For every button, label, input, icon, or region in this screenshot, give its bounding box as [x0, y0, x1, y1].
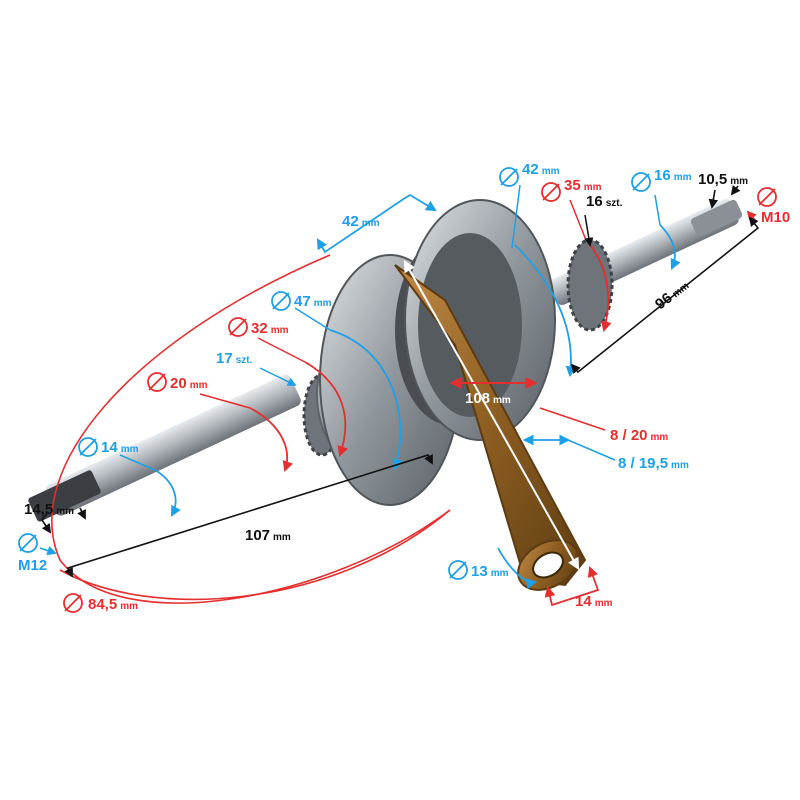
leader-17szt	[259, 367, 297, 386]
leader-20	[199, 393, 251, 409]
leader-10-5a	[708, 189, 719, 209]
leader-m12	[39, 546, 57, 556]
leader-16	[654, 194, 661, 226]
dim-14-arc	[154, 469, 181, 517]
red-outline-curve	[51, 254, 451, 604]
leader-8-19-5	[567, 439, 616, 461]
left-shaft	[28, 374, 301, 522]
leader-35	[569, 199, 587, 241]
crankshaft-illustration	[28, 199, 743, 591]
leader-32	[257, 337, 306, 363]
dim-14-width	[544, 565, 600, 607]
leader-10-5b	[730, 184, 741, 196]
dim-47-arc	[329, 329, 403, 471]
leader-8-20	[539, 407, 606, 431]
leader-47	[294, 307, 331, 331]
red-84-curve	[59, 509, 451, 601]
leader-14-5b	[77, 507, 86, 520]
label-m10: M10	[761, 209, 790, 226]
label-m12: M12	[18, 557, 47, 574]
right-sprocket	[566, 238, 614, 332]
leader-42-diameter	[511, 184, 521, 249]
leader-14-5a	[41, 511, 52, 534]
dim-13-arc	[497, 547, 538, 589]
dim-32-arc	[304, 361, 348, 458]
label-96: 96mm	[652, 277, 692, 314]
dim-42-width	[316, 193, 437, 254]
diameter-icon	[18, 167, 777, 613]
dim-108-arrow	[403, 259, 580, 571]
